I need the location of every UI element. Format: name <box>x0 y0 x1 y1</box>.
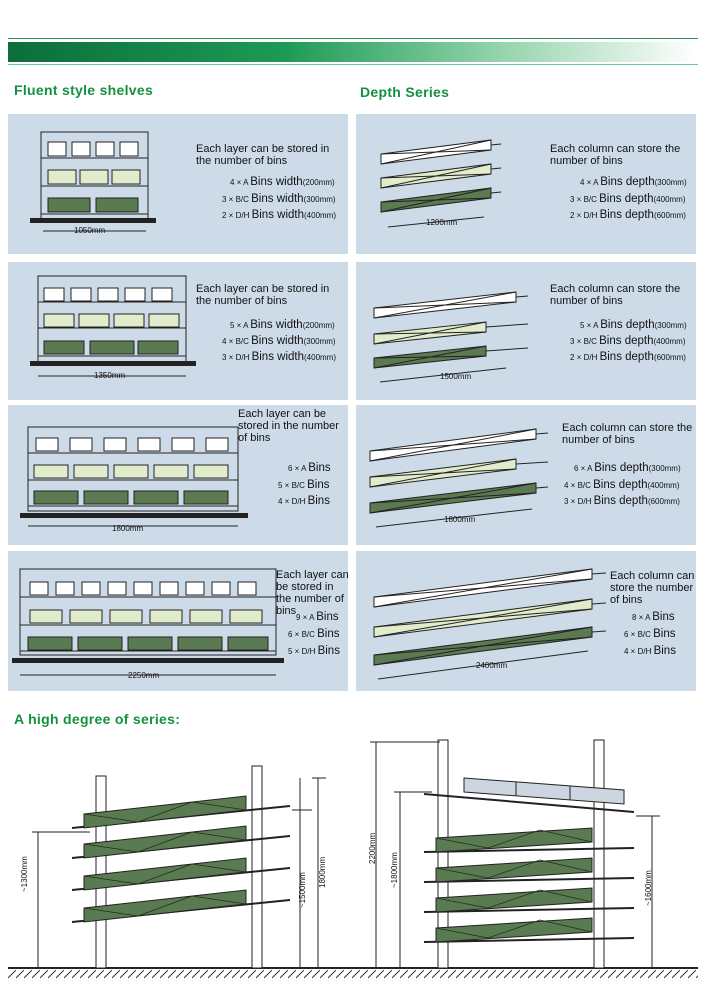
dim-left-1500: ~1500mm <box>298 872 307 908</box>
depth-panel-1: 1200mm Each column can store the number … <box>356 114 696 254</box>
fluent-desc-2: Each layer can be stored in the number o… <box>196 283 330 307</box>
depth-line-2-3: 2 × D/H Bins depth(600mm) <box>570 351 686 363</box>
fluent-line-1-1: 4 × A Bins width(200mm) <box>230 176 335 188</box>
depth-line-1-3: 2 × D/H Bins depth(600mm) <box>570 209 686 221</box>
fluent-line-2-1: 5 × A Bins width(200mm) <box>230 319 335 331</box>
depth-desc-4: Each column can store the number of bins <box>610 570 695 606</box>
fluent-line-3-2: 5 × B/C Bins <box>278 479 330 491</box>
fluent-line-1-3: 2 × D/H Bins width(400mm) <box>222 209 337 221</box>
fluent-width-label-4: 2250mm <box>128 671 160 680</box>
depth-panel-4: 2400mm Each column can store the number … <box>356 551 696 691</box>
fluent-line-4-3: 5 × D/H Bins <box>288 645 340 657</box>
depth-line-4-3: 4 × D/H Bins <box>624 645 676 657</box>
depth-panel-3: 1800mm Each column can store the number … <box>356 405 696 545</box>
fluent-line-2-2: 4 × B/C Bins width(300mm) <box>222 335 336 347</box>
fluent-panel-4: 2250mm Each layer can be stored in the n… <box>8 551 349 691</box>
depth-heading: Depth Series <box>360 84 450 100</box>
side-view-drawing <box>8 739 698 978</box>
depth-drawing-3 <box>369 428 549 528</box>
depth-line-3-3: 3 × D/H Bins depth(600mm) <box>564 495 680 507</box>
depth-line-1-1: 4 × A Bins depth(300mm) <box>580 176 687 188</box>
shelf-front-drawing-3 <box>20 426 248 527</box>
fluent-heading: Fluent style shelves <box>14 82 154 98</box>
depth-drawing-1 <box>380 139 502 228</box>
dim-right-2200: 2200mm <box>368 832 377 864</box>
header-rule-bottom <box>8 64 698 65</box>
fluent-width-label-1: 1050mm <box>74 226 106 235</box>
depth-drawing-4 <box>373 568 607 680</box>
series-diagram: ~1300mm ~1500mm 1800mm 2200mm ~1800mm ~1… <box>0 730 706 986</box>
fluent-line-3-3: 4 × D/H Bins <box>278 495 330 507</box>
header-gradient-bar <box>8 42 698 62</box>
depth-label-2: 1500mm <box>440 372 472 381</box>
depth-line-3-2: 4 × B/C Bins depth(400mm) <box>564 479 680 491</box>
dim-left-1800: 1800mm <box>318 856 327 888</box>
fluent-desc-3: Each layer can be stored in the number o… <box>238 408 339 444</box>
fluent-width-label-3: 1800mm <box>112 524 144 533</box>
fluent-line-1-2: 3 × B/C Bins width(300mm) <box>222 193 336 205</box>
depth-label-1: 1200mm <box>426 218 458 227</box>
depth-desc-3: Each column can store the number of bins <box>562 422 693 446</box>
depth-desc-2: Each column can store the number of bins <box>550 283 681 307</box>
dim-right-1600: ~1600mm <box>644 870 653 906</box>
fluent-desc-4: Each layer can be stored in the number o… <box>276 569 349 617</box>
depth-panel-2: 1500mm Each column can store the number … <box>356 262 696 400</box>
shelf-front-drawing-2 <box>30 275 196 377</box>
dim-right-1800: ~1800mm <box>390 852 399 888</box>
depth-line-4-1: 8 × A Bins <box>632 611 675 623</box>
fluent-panel-2: 1350mm Each layer can be stored in the n… <box>8 262 348 400</box>
shelf-front-drawing-1 <box>30 131 156 232</box>
depth-desc-1: Each column can store the number of bins <box>550 143 681 167</box>
header-rule-top <box>8 38 698 39</box>
depth-line-3-1: 6 × A Bins depth(300mm) <box>574 462 681 474</box>
depth-label-4: 2400mm <box>476 661 508 670</box>
fluent-line-2-3: 3 × D/H Bins width(400mm) <box>222 351 337 363</box>
depth-label-3: 1800mm <box>444 515 476 524</box>
fluent-line-4-1: 9 × A Bins <box>296 611 339 623</box>
dim-left-1300: ~1300mm <box>20 856 29 892</box>
depth-line-4-2: 6 × B/C Bins <box>624 628 676 640</box>
fluent-line-3-1: 6 × A Bins <box>288 462 331 474</box>
depth-line-2-2: 3 × B/C Bins depth(400mm) <box>570 335 686 347</box>
shelf-front-drawing-4 <box>12 568 284 676</box>
fluent-width-label-2: 1350mm <box>94 371 126 380</box>
fluent-panel-1: 1050mm Each layer can be stored in the n… <box>8 114 348 254</box>
depth-line-2-1: 5 × A Bins depth(300mm) <box>580 319 687 331</box>
depth-line-1-2: 3 × B/C Bins depth(400mm) <box>570 193 686 205</box>
fluent-desc-1: Each layer can be stored in the number o… <box>196 143 330 167</box>
fluent-line-4-2: 6 × B/C Bins <box>288 628 340 640</box>
series-heading: A high degree of series: <box>14 711 181 727</box>
fluent-panel-3: 1800mm Each layer can be stored in the n… <box>8 405 348 545</box>
depth-drawing-2 <box>373 291 529 383</box>
